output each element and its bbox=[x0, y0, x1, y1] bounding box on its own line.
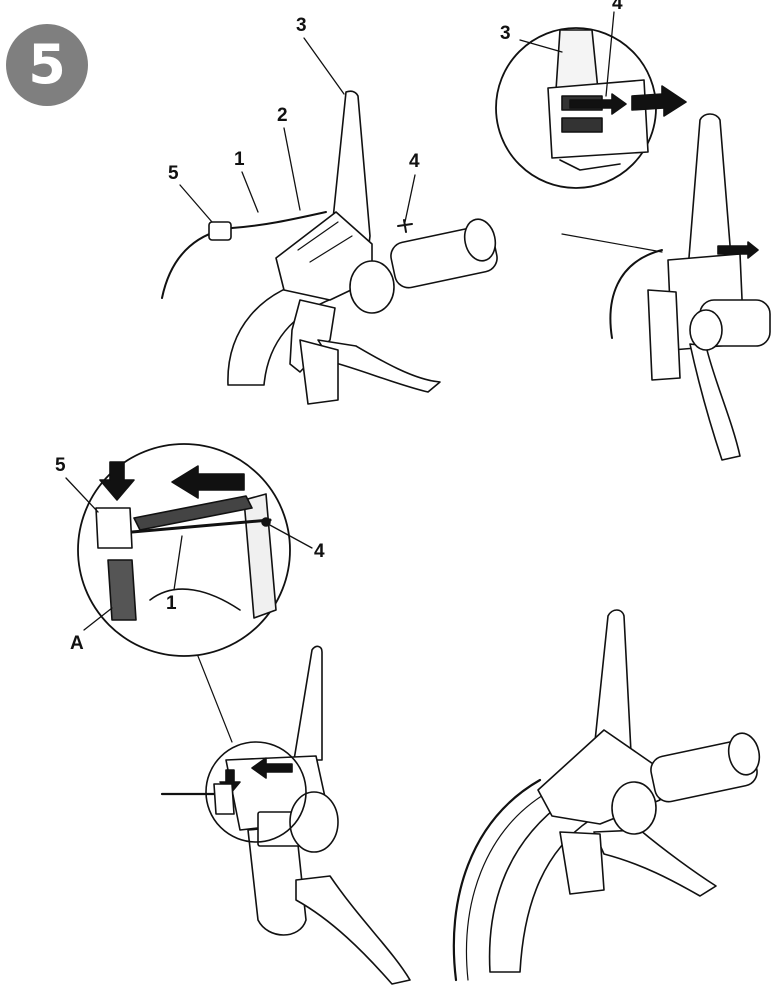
magnifier-bottom-left bbox=[77, 443, 291, 743]
cable-housing bbox=[133, 495, 253, 531]
lever-blade bbox=[687, 113, 733, 271]
cable-line bbox=[130, 518, 272, 534]
callout-4-bottom-left: 4 bbox=[314, 541, 325, 562]
lever-assembly-top-right bbox=[609, 113, 771, 461]
housing-detail bbox=[297, 221, 353, 263]
grip-end bbox=[727, 732, 761, 776]
magnifier-top-right bbox=[495, 27, 687, 253]
cable bbox=[161, 211, 327, 299]
lower-bracket-arm bbox=[559, 831, 605, 895]
cable-inner bbox=[465, 791, 549, 981]
cable-nipple-arrow bbox=[569, 93, 627, 115]
left-arrow bbox=[171, 465, 245, 499]
lever-assembly-bottom-left bbox=[160, 645, 411, 985]
leaders-top-right bbox=[519, 11, 615, 97]
barrel-adjuster bbox=[289, 791, 339, 853]
lower-arm bbox=[689, 343, 741, 461]
lower-lever-arm bbox=[295, 875, 411, 985]
callout-3-top-right: 3 bbox=[500, 23, 511, 44]
lever-assembly-bottom-right bbox=[452, 609, 761, 982]
callout-3-top-left: 3 bbox=[296, 15, 307, 36]
lever-blade bbox=[293, 645, 323, 761]
step-number: 5 bbox=[28, 33, 66, 96]
adjuster-screw bbox=[397, 219, 413, 233]
callout-1-top-left: 1 bbox=[234, 149, 245, 170]
callout-5-bottom-left: 5 bbox=[55, 455, 66, 476]
cable bbox=[609, 249, 663, 339]
step-number-badge: 5 bbox=[6, 24, 88, 106]
insert-arrow bbox=[631, 85, 687, 117]
mini-clip bbox=[213, 783, 235, 815]
lever-assembly-top-left bbox=[161, 90, 498, 405]
arrow-marker bbox=[717, 241, 759, 259]
callout-4-top-right: 4 bbox=[612, 0, 623, 14]
leaders-bottom-left bbox=[65, 477, 313, 631]
callout-4-top-left: 4 bbox=[409, 151, 420, 172]
clip-body bbox=[95, 507, 133, 549]
lower-bracket-arm bbox=[299, 339, 339, 405]
cable-clip bbox=[208, 221, 232, 241]
mini-left-arrow bbox=[251, 757, 293, 779]
callout-2-top-left: 2 bbox=[277, 105, 288, 126]
barrel-adjuster bbox=[349, 260, 395, 314]
barrel-adjuster bbox=[611, 781, 657, 835]
leaders-top-left bbox=[179, 37, 416, 223]
down-arrow bbox=[99, 461, 135, 501]
bracket-clamp bbox=[647, 289, 681, 381]
callout-5-top-left: 5 bbox=[168, 163, 179, 184]
cable bbox=[452, 778, 542, 982]
callout-1-bottom-left: 1 bbox=[166, 593, 177, 614]
grip-end bbox=[463, 218, 497, 262]
lower-lever-arm bbox=[317, 339, 441, 393]
adjuster bbox=[689, 309, 723, 351]
lower-lever-arm bbox=[593, 829, 717, 897]
clip-channel bbox=[107, 559, 137, 621]
lower-bracket bbox=[247, 825, 307, 936]
callout-a-bottom-left: A bbox=[70, 633, 84, 654]
